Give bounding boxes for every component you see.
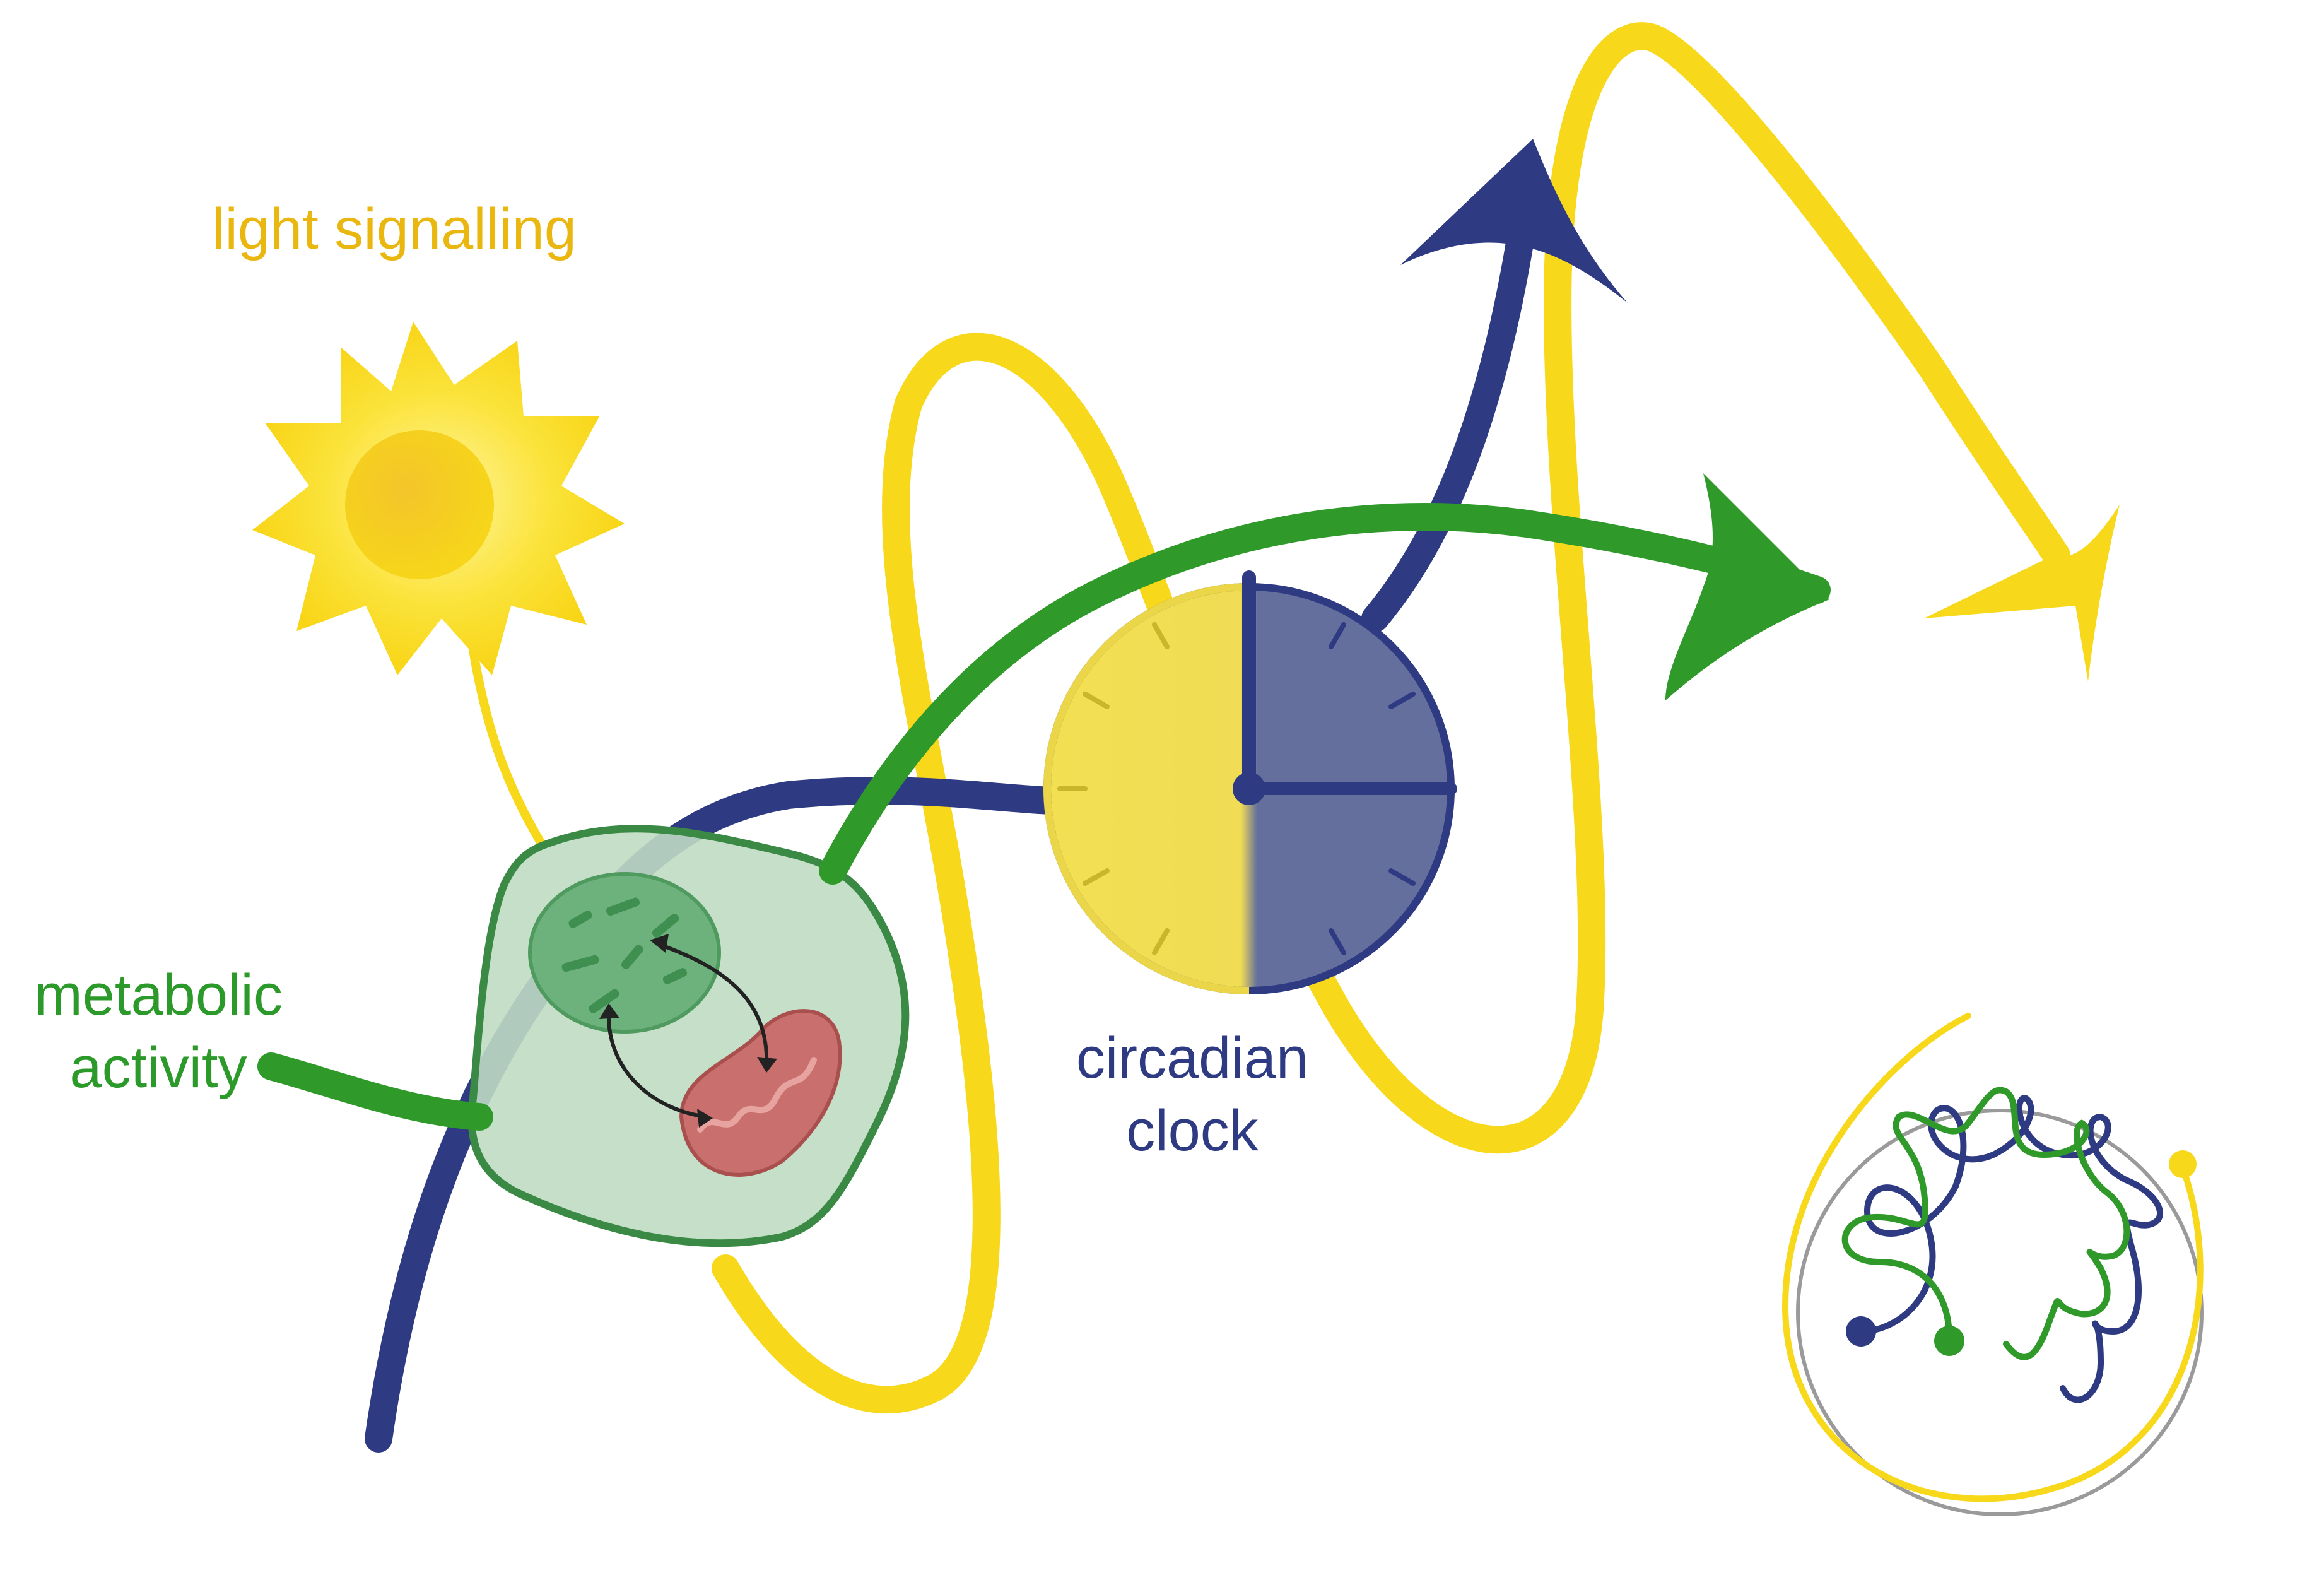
sun-icon [252,322,625,675]
circadian-clock-arrowhead [1400,139,1628,303]
metabolic-label-line1: metabolic [34,963,283,1027]
light-ray [469,646,547,850]
chloroplast-icon [528,872,721,1034]
circadian-clock-label: circadian clock [1047,1022,1337,1167]
inset-yellow-arc [1781,1013,2204,1502]
inset-green-loops [1841,1087,2130,1360]
clock-icon [1043,570,1457,994]
metabolic-label-line2: activity [69,1035,247,1100]
inset-blue-loops [1858,1094,2164,1403]
light-signalling-label: light signalling [212,197,577,261]
metabolic-activity-label: metabolic activity [23,959,294,1104]
light-signalling-wave [712,22,2070,1414]
organelle-exchange-arrows [606,941,769,1119]
plant-cell-icon [467,825,910,1247]
circadian-label-line2: clock [1126,1099,1259,1163]
mitochondrion-icon [679,1009,842,1177]
circadian-label-line1: circadian [1076,1026,1309,1090]
light-signalling-arrowhead [1924,505,2120,681]
metabolic-activity-tail [271,1066,479,1129]
interwoven-rhythms-inset-icon [1781,1013,2204,1516]
metabolic-activity-arrowhead [1665,473,1829,700]
